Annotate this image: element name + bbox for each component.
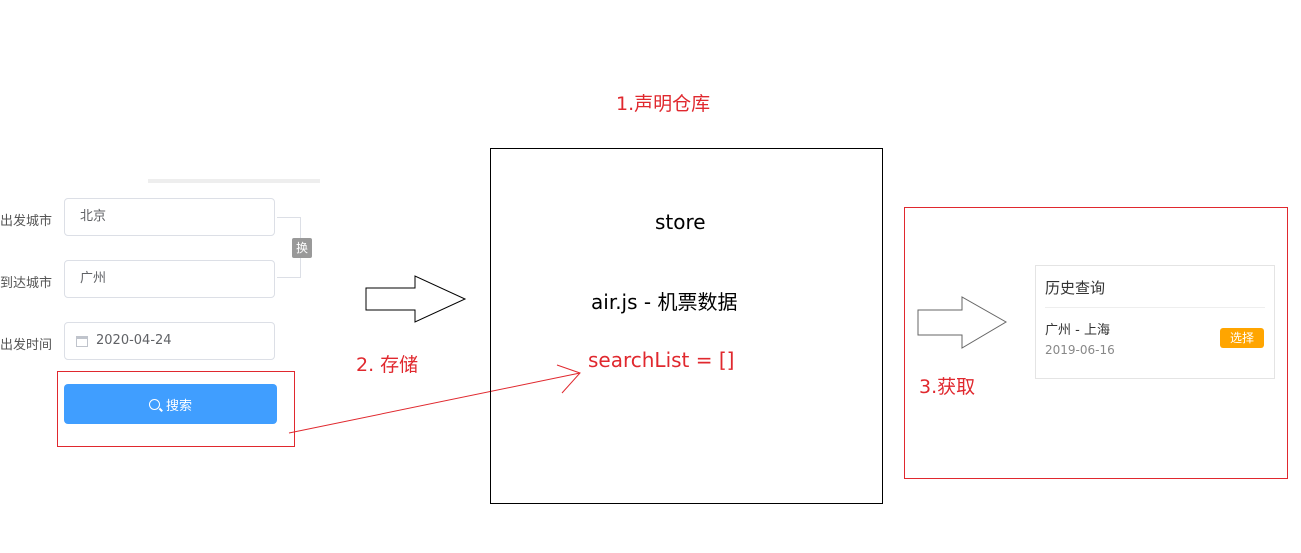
search-button-label: 搜索 [165,398,192,414]
arrival-input[interactable]: 广州 [64,260,275,298]
arrival-label: 到达城市 [0,276,53,291]
arrow-search-to-list [288,372,581,434]
store-variable: searchList = [] [588,348,735,372]
step-label-declare: 1.声明仓库 [616,93,711,115]
departure-label: 出发城市 [0,214,53,229]
search-icon [148,398,160,410]
history-title: 历史查询 [1045,279,1106,297]
departure-input[interactable]: 北京 [64,198,275,236]
date-input[interactable]: 2020-04-24 [64,322,275,360]
history-divider [1045,307,1265,308]
calendar-icon [76,335,88,347]
history-card [1035,265,1275,379]
store-box [490,148,883,504]
step-label-fetch: 3.获取 [919,376,976,398]
history-item-route[interactable]: 广州 - 上海 [1045,323,1110,338]
store-file: air.js - 机票数据 [591,290,738,314]
tab-underline [148,179,320,183]
date-label: 出发时间 [0,338,53,353]
arrow-search-to-list-head [556,364,581,394]
departure-value: 北京 [80,209,107,224]
arrival-value: 广州 [80,271,107,286]
arrow-form-to-store [365,275,467,323]
history-select-button[interactable]: 选择 [1220,328,1264,348]
search-button[interactable]: 搜索 [64,384,277,424]
store-title: store [655,210,706,234]
fetch-highlight-box [904,207,1288,479]
history-item-date: 2019-06-16 [1045,343,1115,357]
search-highlight-box [57,371,295,447]
arrow-to-history [917,296,1007,349]
step-label-store: 2. 存储 [356,354,419,376]
date-value: 2020-04-24 [96,333,172,348]
swap-button[interactable]: 换 [292,238,312,258]
